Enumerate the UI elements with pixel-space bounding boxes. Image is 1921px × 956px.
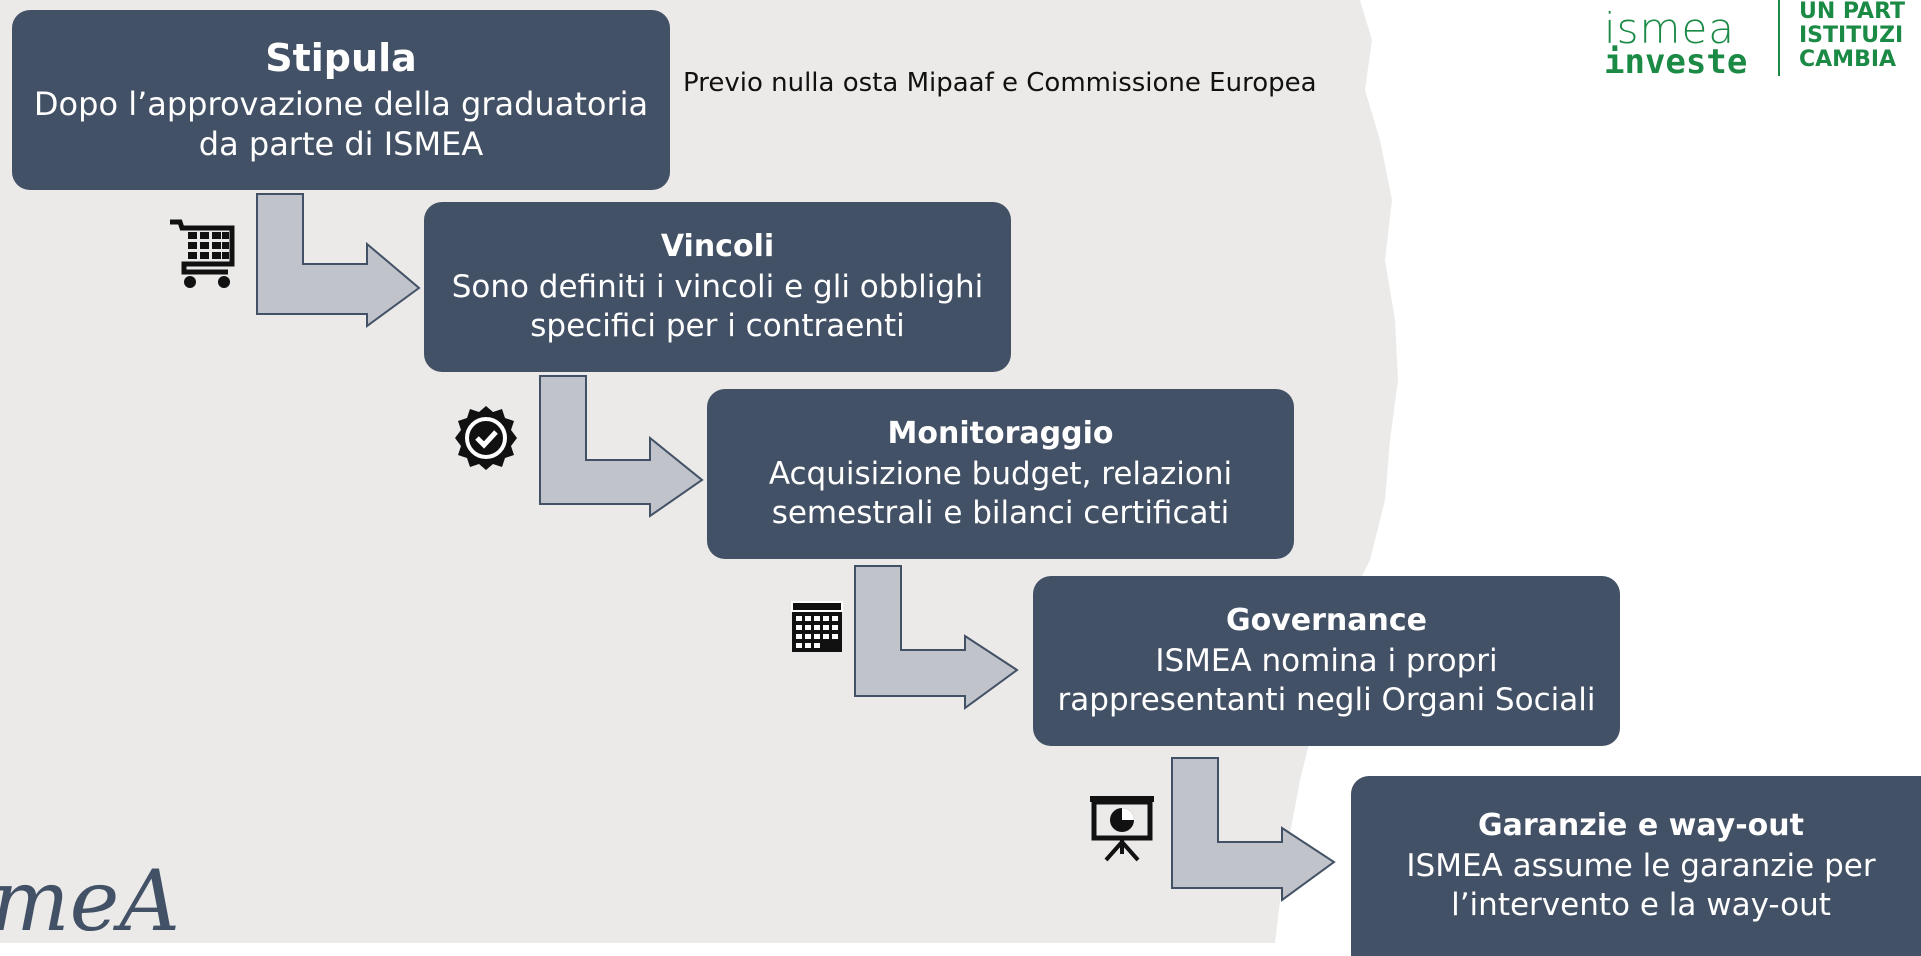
step-desc-line1: Acquisizione budget, relazioni: [768, 455, 1233, 492]
step-title: Monitoraggio: [887, 415, 1114, 451]
step-desc-line2: specifici per i contraenti: [530, 307, 905, 344]
badge-check-icon: [455, 406, 517, 470]
step-title: Governance: [1225, 602, 1428, 638]
logo-separator: [1778, 0, 1780, 76]
cart-icon: [170, 219, 235, 288]
step-desc-line1: Dopo l’approvazione della graduatoria: [33, 85, 649, 123]
step-desc-line1: Sono definiti i vincoli e gli obblighi: [451, 268, 984, 305]
step-desc-line2: rappresentanti negli Organi Sociali: [1057, 681, 1596, 718]
ismea-logo-fragment: meA: [0, 852, 181, 950]
calendar-icon: [791, 601, 843, 652]
step-arrow-3: [854, 565, 1019, 710]
step-title: Vincoli: [660, 228, 775, 264]
logo-ismea-text: ismea: [1604, 4, 1736, 53]
step-desc-line2: semestrali e bilanci certificati: [771, 494, 1230, 531]
approval-note: Previo nulla osta Mipaaf e Commissione E…: [683, 68, 1317, 98]
step-box-vincoli: Vincoli Sono definiti i vincoli e gli ob…: [424, 202, 1011, 372]
step-arrow-4: [1171, 757, 1336, 902]
step-arrow-2: [539, 375, 704, 518]
logo-tagline: UN PART ISTITUZI CAMBIA: [1799, 0, 1905, 72]
step-title: Stipula: [265, 36, 417, 80]
step-box-governance: Governance ISMEA nomina i propri rappres…: [1033, 576, 1620, 746]
step-desc-line1: ISMEA nomina i propri: [1155, 642, 1498, 679]
logo-tagline-line1: UN PART: [1799, 0, 1906, 24]
step-desc-line1: ISMEA assume le garanzie per: [1406, 847, 1876, 884]
step-box-monitoraggio: Monitoraggio Acquisizione budget, relazi…: [707, 389, 1294, 559]
step-desc-line2: l’intervento e la way-out: [1451, 886, 1831, 923]
step-arrow-1: [256, 193, 421, 328]
step-desc-line2: da parte di ISMEA: [198, 125, 484, 163]
logo-tagline-line2: ISTITUZI: [1799, 23, 1904, 48]
step-title: Garanzie e way-out: [1478, 807, 1804, 843]
presentation-chart-icon: [1090, 796, 1154, 862]
ismea-investe-logo: ismea investe UN PART ISTITUZI CAMBIA: [1600, 0, 1921, 82]
logo-tagline-line3: CAMBIA: [1799, 47, 1897, 72]
step-box-stipula: Stipula Dopo l’approvazione della gradua…: [12, 10, 670, 190]
step-box-garanzie: Garanzie e way-out ISMEA assume le garan…: [1351, 776, 1921, 956]
logo-investe-text: investe: [1604, 42, 1748, 82]
